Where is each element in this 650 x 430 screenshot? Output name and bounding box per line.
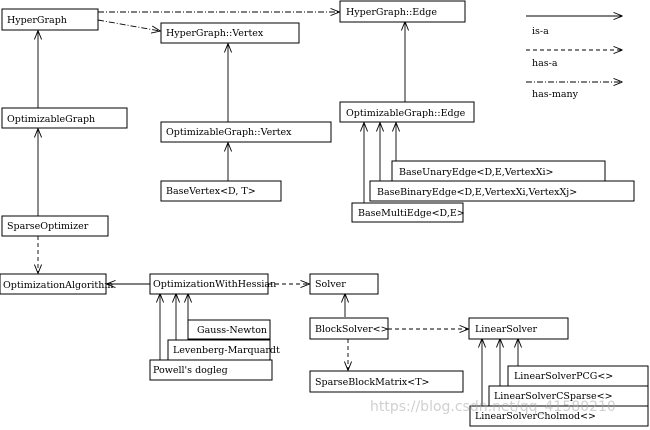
- class-box-optimizable-graph: OptimizableGraph: [1, 107, 128, 129]
- class-box-base-unary-edge: BaseUnaryEdge<D,E,VertexXi>: [391, 160, 606, 182]
- class-box-hypergraph-vertex: HyperGraph::Vertex: [160, 22, 300, 44]
- class-label-gauss-newton: Gauss-Newton: [197, 325, 267, 336]
- class-label-levenberg-marquardt: Levenberg-Marquardt: [173, 345, 280, 356]
- class-label-optimizable-graph-vertex: OptimizableGraph::Vertex: [166, 127, 292, 138]
- class-box-hypergraph-edge: HyperGraph::Edge: [339, 0, 466, 23]
- class-box-gauss-newton: Gauss-Newton: [187, 319, 271, 340]
- legend-isa-label: is-a: [532, 26, 549, 37]
- class-label-block-solver: BlockSolver<>: [315, 324, 389, 335]
- class-box-block-solver: BlockSolver<>: [309, 317, 389, 340]
- class-box-linear-solver-pcg: LinearSolverPCG<>: [507, 365, 649, 387]
- legend: is-a has-a has-many: [526, 16, 622, 100]
- class-label-base-multi-edge: BaseMultiEdge<D,E>: [358, 208, 465, 219]
- edge-hypergraph-hasmany-vertex: [97, 19, 160, 31]
- class-label-optimizable-graph-edge: OptimizableGraph::Edge: [346, 108, 466, 119]
- class-box-base-binary-edge: BaseBinaryEdge<D,E,VertexXi,VertexXj>: [369, 180, 635, 202]
- class-label-powells-dogleg: Powell's dogleg: [153, 365, 228, 376]
- class-label-linear-solver-csparse: LinearSolverCSparse<>: [494, 391, 613, 402]
- class-box-base-multi-edge: BaseMultiEdge<D,E>: [351, 202, 465, 223]
- class-label-linear-solver-pcg: LinearSolverPCG<>: [514, 371, 613, 382]
- class-box-powells-dogleg: Powell's dogleg: [149, 359, 273, 381]
- class-label-base-unary-edge: BaseUnaryEdge<D,E,VertexXi>: [399, 167, 553, 178]
- class-box-optimizable-graph-edge: OptimizableGraph::Edge: [339, 101, 475, 123]
- class-box-optimization-algorithm: OptimizationAlgorithm: [0, 273, 113, 295]
- class-label-sparse-optimizer: SparseOptimizer: [7, 221, 89, 232]
- class-box-optimizable-graph-vertex: OptimizableGraph::Vertex: [160, 121, 332, 143]
- class-box-levenberg-marquardt: Levenberg-Marquardt: [167, 339, 280, 361]
- class-box-sparse-optimizer: SparseOptimizer: [1, 215, 109, 237]
- class-label-optimization-algorithm: OptimizationAlgorithm: [3, 280, 113, 291]
- connectors: [38, 12, 518, 406]
- class-box-linear-solver-cholmod: LinearSolverCholmod<>: [469, 405, 649, 427]
- class-label-base-vertex: BaseVertex<D, T>: [166, 186, 256, 197]
- class-label-base-binary-edge: BaseBinaryEdge<D,E,VertexXi,VertexXj>: [377, 187, 577, 198]
- class-box-base-vertex: BaseVertex<D, T>: [160, 180, 282, 202]
- class-box-sparse-block-matrix: SparseBlockMatrix<T>: [309, 370, 464, 393]
- class-label-linear-solver: LinearSolver: [475, 324, 538, 335]
- class-label-linear-solver-cholmod: LinearSolverCholmod<>: [475, 411, 596, 422]
- class-label-hypergraph: HyperGraph: [7, 15, 67, 26]
- legend-hasa-label: has-a: [532, 58, 558, 69]
- class-box-optimization-with-hessian: OptimizationWithHessian: [149, 273, 276, 295]
- class-box-linear-solver: LinearSolver: [468, 317, 569, 340]
- class-box-solver: Solver: [309, 273, 379, 295]
- class-label-hypergraph-vertex: HyperGraph::Vertex: [166, 28, 264, 39]
- class-box-hypergraph: HyperGraph: [1, 8, 99, 31]
- class-label-hypergraph-edge: HyperGraph::Edge: [346, 7, 437, 18]
- legend-hasmany-label: has-many: [532, 89, 579, 100]
- class-label-optimizable-graph: OptimizableGraph: [7, 114, 95, 125]
- class-label-optimization-with-hessian: OptimizationWithHessian: [153, 279, 276, 290]
- watermark-text: https://blog.csdn.net/qq_41580210: [370, 399, 616, 415]
- class-label-sparse-block-matrix: SparseBlockMatrix<T>: [315, 377, 430, 388]
- class-label-solver: Solver: [315, 279, 346, 290]
